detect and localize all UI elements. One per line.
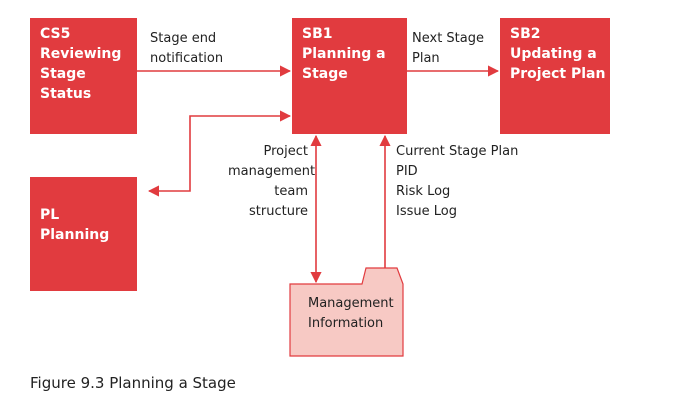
box-line: Planning a [302, 46, 386, 62]
figure-caption: Figure 9.3 Planning a Stage [30, 374, 236, 392]
process-box-cs5: CS5 Reviewing Stage Status [30, 18, 137, 134]
label-line: Issue Log [396, 204, 457, 219]
label-line: PID [396, 164, 418, 179]
label-line: Project [263, 144, 308, 159]
box-line: PL [40, 207, 60, 223]
box-line: Reviewing [40, 46, 122, 62]
label-stage-documents: Current Stage Plan PID Risk Log Issue Lo… [396, 142, 518, 222]
box-line: Project Plan [510, 66, 606, 82]
process-box-sb1: SB1 Planning a Stage [292, 18, 407, 134]
arrow-pl-to-sb1 [147, 110, 292, 197]
label-project-management-team-structure: Project management team structure [228, 142, 316, 222]
folder-label-line: Information [308, 316, 384, 331]
label-line: Current Stage Plan [396, 144, 519, 159]
folder-label-line: Management [308, 296, 394, 311]
label-line: Stage end [150, 31, 217, 46]
label-line: notification [150, 51, 224, 66]
box-line: CS5 [40, 26, 71, 42]
box-line: Stage [302, 66, 348, 82]
box-line: SB2 [510, 26, 541, 42]
management-information-folder [289, 267, 404, 357]
label-next-stage-plan: Next Stage Plan [412, 29, 484, 69]
label-line: Plan [412, 51, 440, 66]
box-line: Stage [40, 66, 86, 82]
process-box-pl: PL Planning [30, 177, 137, 291]
label-stage-end-notification: Stage end notification [150, 29, 223, 69]
label-line: Risk Log [396, 184, 451, 199]
box-line: Status [40, 86, 92, 102]
label-line: team [274, 184, 308, 199]
box-line: Planning [40, 227, 110, 243]
label-line: structure [249, 204, 308, 219]
label-line: Next Stage [412, 31, 484, 46]
box-line: SB1 [302, 26, 333, 42]
folder-label: Management Information [308, 294, 394, 334]
label-line: management [228, 164, 316, 179]
box-line: Updating a [510, 46, 597, 62]
process-box-sb2: SB2 Updating a Project Plan [500, 18, 610, 134]
